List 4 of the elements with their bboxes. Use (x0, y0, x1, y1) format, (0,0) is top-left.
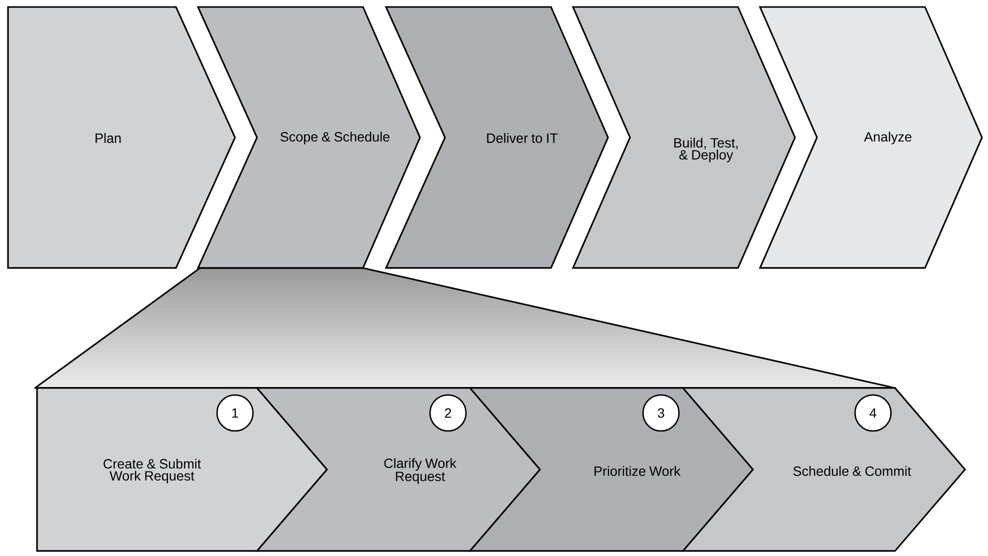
process-step: Build, Test, & Deploy (572, 6, 796, 269)
process-step: Plan (7, 6, 236, 269)
process-step: Analyze (758, 6, 983, 269)
process-step: Scope & Schedule (196, 6, 421, 269)
